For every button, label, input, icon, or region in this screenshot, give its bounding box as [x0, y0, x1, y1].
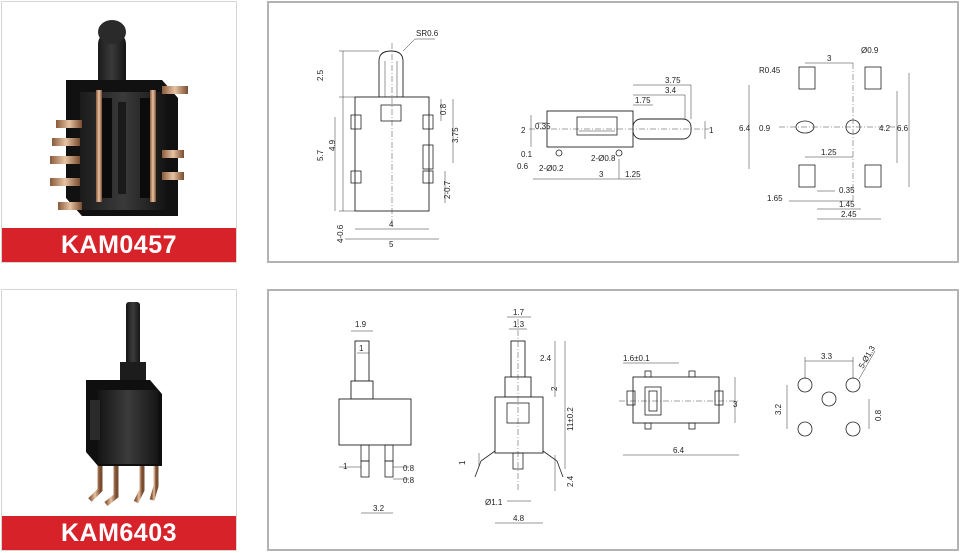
side-view: 1.7 1.3 2.4 2 11±0.2 1 2.4 Ø1.1 4.8 [458, 308, 575, 524]
dimension-label: 1.6±0.1 [623, 354, 650, 363]
dimension-label: 3.4 [665, 86, 677, 95]
pcb-footprint: 3 Ø0.9 R0.45 6.4 0.9 4.2 6.6 1.25 0.35 1… [739, 46, 910, 220]
pcb-footprint: 3.3 5-Ø1.3 3.2 0.8 [774, 344, 883, 437]
dimension-label: 0.1 [521, 150, 533, 159]
dimension-label: 0.35 [839, 186, 855, 195]
dimension-label: 4.8 [513, 514, 525, 523]
dimension-label: 1 [359, 344, 364, 353]
kam6403-switch-photo [86, 302, 162, 506]
dimension-label: Ø0.9 [861, 46, 879, 55]
dimension-label: 1.75 [635, 96, 651, 105]
dimension-label: 1.45 [839, 200, 855, 209]
front-view: SR0.6 2.5 5.7 4.9 0.8 3.75 2-0.7 4-0.6 4… [316, 29, 460, 249]
dimension-label: 2-Ø0.2 [539, 164, 564, 173]
dimension-label: 3.75 [665, 76, 681, 85]
top-view: 1.6±0.1 3 6.4 [619, 354, 739, 456]
dimension-label: 1.25 [821, 148, 837, 157]
dimension-label: 1.25 [625, 170, 641, 179]
dimension-label: 5.7 [316, 149, 325, 161]
dimension-label: 0.9 [759, 124, 771, 133]
product-photo-card: KAM0457 [1, 1, 237, 263]
dimension-label: 2.4 [540, 354, 552, 363]
dimension-label: 2-0.7 [443, 180, 452, 199]
dimension-label: 4.2 [879, 124, 891, 133]
dimension-label: 3.3 [821, 352, 833, 361]
dimension-label: 3.2 [774, 403, 783, 415]
dimension-label: 2.45 [841, 210, 857, 219]
dimension-label: R0.45 [759, 66, 781, 75]
side-view: 3.75 3.4 1.75 2 0.35 0.1 0.6 2-Ø0.2 2-Ø0… [517, 76, 714, 180]
dimension-label: 1 [343, 462, 348, 471]
dimension-label: 1 [458, 460, 467, 465]
dimension-label: 2.5 [316, 69, 325, 81]
dimension-label: 1.65 [767, 194, 783, 203]
dimension-label: 5-Ø1.3 [857, 344, 877, 370]
dimension-label: 2 [550, 386, 559, 391]
dimension-label: 6.4 [673, 446, 685, 455]
dimension-label: 3 [599, 170, 604, 179]
dimension-label: 0.6 [517, 162, 529, 171]
dimension-label: 0.8 [874, 409, 883, 421]
dimension-label: 4 [389, 220, 394, 229]
dimension-label: 4.9 [328, 139, 337, 151]
kam0457-switch-photo [50, 20, 188, 216]
model-label: KAM6403 [2, 516, 236, 550]
dimension-label: 3.2 [373, 504, 385, 513]
dimension-label: 0.8 [403, 476, 415, 485]
dimension-label: 3 [733, 400, 738, 409]
dimension-label: 11±0.2 [566, 407, 575, 431]
dimension-drawing-panel: 1.9 1 1 0.8 0.8 3.2 1.7 1.3 2.4 2 11±0.2 [267, 289, 959, 551]
dimension-drawing-panel: SR0.6 2.5 5.7 4.9 0.8 3.75 2-0.7 4-0.6 4… [267, 1, 959, 263]
kam0457-drawings: SR0.6 2.5 5.7 4.9 0.8 3.75 2-0.7 4-0.6 4… [316, 29, 910, 249]
dim-sr: SR0.6 [416, 29, 439, 38]
dimension-label: 3 [827, 54, 832, 63]
dimension-label: 1.3 [513, 320, 525, 329]
kam6403-drawings: 1.9 1 1 0.8 0.8 3.2 1.7 1.3 2.4 2 11±0.2 [338, 308, 883, 524]
dimension-label: 4-0.6 [336, 224, 345, 243]
dimension-label: 6.6 [897, 124, 909, 133]
dimension-label: 5 [389, 240, 394, 249]
dimension-label: 2.4 [566, 475, 575, 487]
dimension-label: 6.4 [739, 124, 751, 133]
dimension-label: 0.8 [403, 464, 415, 473]
dimension-label: 0.8 [439, 103, 448, 115]
dimension-label: 2-Ø0.8 [591, 154, 616, 163]
dimension-label: Ø1.1 [485, 498, 503, 507]
dimension-label: 1.9 [355, 320, 367, 329]
dimension-label: 1.7 [513, 308, 525, 317]
dimension-label: 3.75 [451, 127, 460, 143]
front-view: 1.9 1 1 0.8 0.8 3.2 [338, 320, 415, 514]
product-photo-card: KAM6403 [1, 289, 237, 551]
dimension-label: 1 [709, 126, 714, 135]
dimension-label: 2 [521, 126, 526, 135]
model-label: KAM0457 [2, 228, 236, 262]
dimension-label: 0.35 [535, 122, 551, 131]
